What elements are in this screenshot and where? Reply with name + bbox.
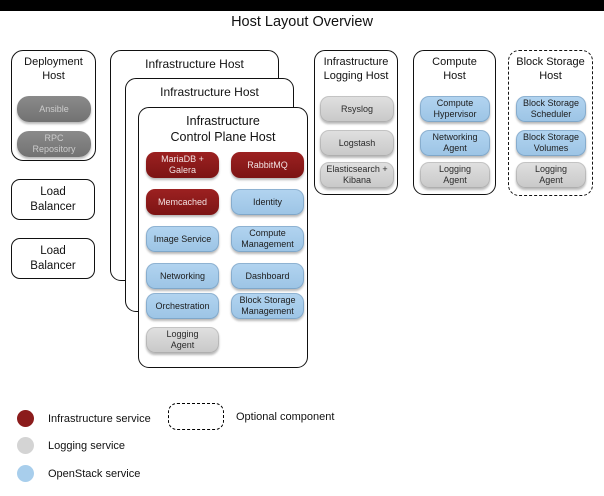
service-pill-compute-management: Compute Management: [231, 226, 304, 252]
service-pill-block-storage-volumes: Block Storage Volumes: [516, 130, 586, 156]
service-pill-logging-agent: Logging Agent: [146, 327, 219, 353]
openstack-service-swatch: [17, 465, 34, 482]
deployment-host-title: Deployment Host: [24, 56, 83, 82]
infrastructure-host-middle-title: Infrastructure Host: [160, 85, 259, 99]
service-pill-mariadb-galera: MariaDB + Galera: [146, 152, 219, 178]
service-pill-networking: Networking: [146, 263, 219, 289]
diagram-title: Host Layout Overview: [231, 14, 373, 30]
compute-host-title: Compute Host: [432, 56, 477, 82]
infrastructure-service-swatch: [17, 410, 34, 427]
service-pill-rsyslog: Rsyslog: [320, 96, 394, 122]
service-pill-ansible: Ansible: [17, 96, 91, 122]
service-pill-logging-agent-compute: Logging Agent: [420, 162, 490, 188]
control-plane-host-box: Infrastructure Control Plane Host MariaD…: [138, 107, 308, 368]
load-balancer-label-2: Load Balancer: [30, 245, 76, 272]
service-pill-identity: Identity: [231, 189, 304, 215]
service-pill-dashboard: Dashboard: [231, 263, 304, 289]
service-pill-compute-hypervisor: Compute Hypervisor: [420, 96, 490, 122]
service-pill-image-service: Image Service: [146, 226, 219, 252]
block-storage-host-box: Block Storage Host Block Storage Schedul…: [508, 50, 593, 196]
legend-label-infrastructure: Infrastructure service: [48, 412, 151, 425]
logging-host-title: Infrastructure Logging Host: [323, 56, 389, 82]
service-pill-logstash: Logstash: [320, 130, 394, 156]
service-pill-block-storage-management: Block Storage Management: [231, 293, 304, 319]
service-pill-logging-agent-block-storage: Logging Agent: [516, 162, 586, 188]
service-pill-orchestration: Orchestration: [146, 293, 219, 319]
top-black-bar: [0, 0, 604, 11]
load-balancer-box-1: Load Balancer: [11, 179, 95, 220]
logging-host-box: Infrastructure Logging Host Rsyslog Logs…: [314, 50, 398, 195]
load-balancer-box-2: Load Balancer: [11, 238, 95, 279]
service-pill-networking-agent: Networking Agent: [420, 130, 490, 156]
service-pill-elasticsearch-kibana: Elasticsearch + Kibana: [320, 162, 394, 188]
legend-item-optional: Optional component: [168, 403, 334, 430]
load-balancer-label-1: Load Balancer: [30, 186, 76, 213]
logging-service-swatch: [17, 437, 34, 454]
service-pill-memcached: Memcached: [146, 189, 219, 215]
legend-label-optional: Optional component: [236, 410, 335, 423]
infrastructure-host-outer-title: Infrastructure Host: [145, 57, 244, 71]
legend-label-logging: Logging service: [48, 439, 126, 452]
legend-item-logging: Logging service: [17, 437, 125, 454]
legend-label-openstack: OpenStack service: [48, 467, 141, 480]
legend-item-openstack: OpenStack service: [17, 465, 140, 482]
optional-component-swatch: [168, 403, 224, 430]
compute-host-box: Compute Host Compute Hypervisor Networki…: [413, 50, 496, 195]
legend-item-infrastructure: Infrastructure service: [17, 410, 151, 427]
service-pill-block-storage-scheduler: Block Storage Scheduler: [516, 96, 586, 122]
control-plane-host-title: Infrastructure Control Plane Host: [170, 114, 276, 144]
service-pill-rpc-repository: RPC Repository: [17, 131, 91, 157]
block-storage-host-title: Block Storage Host: [516, 56, 585, 82]
deployment-host-box: Deployment Host Ansible RPC Repository: [11, 50, 96, 161]
service-pill-rabbitmq: RabbitMQ: [231, 152, 304, 178]
